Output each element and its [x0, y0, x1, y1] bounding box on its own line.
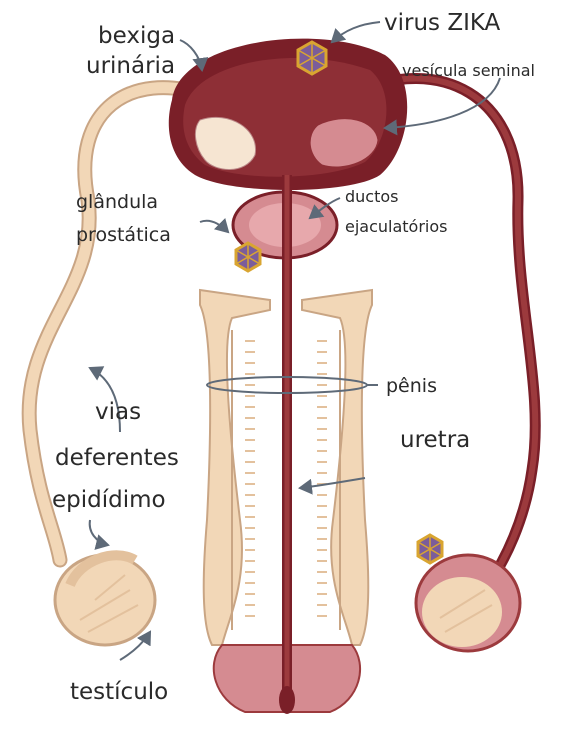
label-ductos-line1: ductos — [345, 188, 399, 206]
label-glandula-line1: glândula — [76, 192, 158, 213]
label-vias-line2: deferentes — [55, 446, 179, 471]
label-testiculo: testículo — [70, 680, 168, 705]
label-vesicula-seminal: vesícula seminal — [402, 62, 535, 80]
bladder — [169, 39, 407, 190]
zika-virus-icon — [236, 243, 260, 271]
label-epididimo: epidídimo — [52, 488, 166, 513]
label-ductos-line2: ejaculatórios — [345, 218, 448, 236]
left-testicle — [55, 555, 155, 645]
right-testicle — [416, 555, 520, 651]
label-uretra: uretra — [400, 428, 470, 453]
label-virus-zika: virus ZIKA — [384, 11, 500, 36]
label-vias-line1: vias — [95, 400, 141, 425]
label-penis: pênis — [386, 376, 437, 397]
label-bexiga-line2: urinária — [86, 54, 175, 79]
label-bexiga-line1: bexiga — [98, 24, 175, 49]
zika-virus-icon — [298, 42, 326, 74]
label-glandula-line2: prostática — [76, 225, 171, 246]
zika-virus-icon — [418, 535, 442, 563]
